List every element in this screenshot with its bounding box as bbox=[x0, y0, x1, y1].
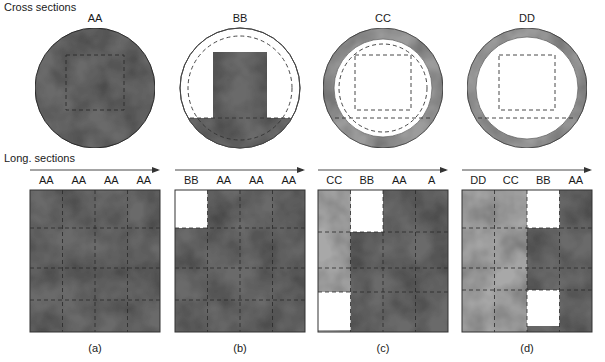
long-section-a bbox=[30, 190, 160, 332]
section-label: AA bbox=[88, 12, 103, 25]
segment-label: AA bbox=[568, 174, 583, 187]
segment-label: AA bbox=[249, 174, 264, 187]
segment-label: AA bbox=[136, 174, 151, 187]
panel-caption: (a) bbox=[88, 342, 101, 355]
section-label: CC bbox=[375, 12, 391, 25]
section-grid bbox=[30, 190, 592, 332]
long-section-c bbox=[318, 190, 448, 332]
segment-label: BB bbox=[536, 174, 551, 187]
segment-label: BB bbox=[184, 174, 199, 187]
direction-arrows bbox=[30, 167, 592, 173]
segment-label: CC bbox=[326, 174, 342, 187]
cross-section-cc bbox=[323, 28, 443, 148]
cross-section-bb bbox=[180, 28, 300, 148]
segment-label: AA bbox=[39, 174, 54, 187]
panel-caption: (d) bbox=[520, 342, 533, 355]
segment-label: BB bbox=[359, 174, 374, 187]
long-section-b bbox=[175, 190, 305, 332]
segment-label: AA bbox=[216, 174, 231, 187]
segment-label: AA bbox=[104, 174, 119, 187]
figure-heading: Cross sections bbox=[4, 1, 76, 14]
segment-label: DD bbox=[470, 174, 486, 187]
section-outlines bbox=[30, 190, 592, 332]
cross-section-aa bbox=[35, 28, 155, 148]
figure-heading: Long. sections bbox=[4, 152, 75, 165]
segment-label: AA bbox=[392, 174, 407, 187]
cross-section-dd bbox=[467, 28, 587, 148]
segment-label: AA bbox=[71, 174, 86, 187]
segment-label: CC bbox=[503, 174, 519, 187]
section-label: BB bbox=[233, 12, 248, 25]
segment-label: AA bbox=[281, 174, 296, 187]
section-label: DD bbox=[519, 12, 535, 25]
panel-caption: (c) bbox=[377, 342, 390, 355]
long-section-d bbox=[462, 190, 592, 332]
segment-label: A bbox=[428, 174, 435, 187]
panel-caption: (b) bbox=[233, 342, 246, 355]
